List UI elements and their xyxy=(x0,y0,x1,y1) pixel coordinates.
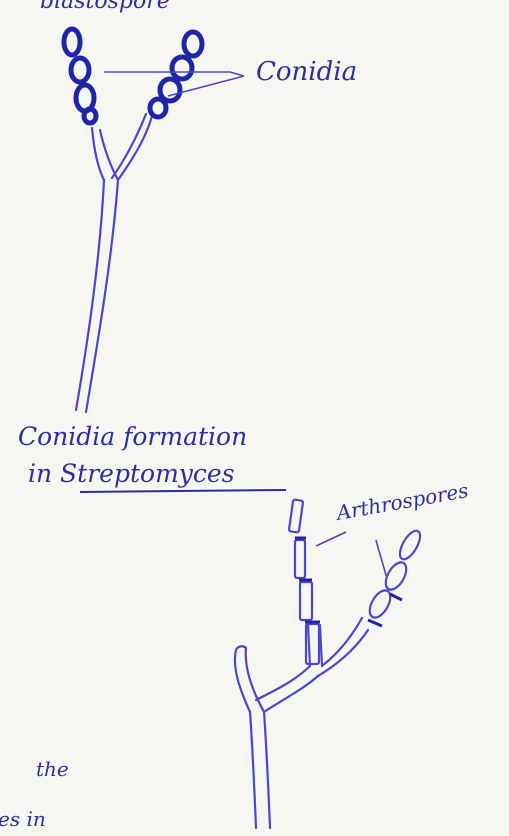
label-conidia: Conidia xyxy=(256,57,357,87)
arthrospores-center xyxy=(289,499,319,664)
arthrospores-right xyxy=(366,528,424,621)
arthrospores-center-dark xyxy=(295,538,320,622)
left-fragment-1: the xyxy=(36,757,69,781)
conidia-chain-left xyxy=(64,29,96,123)
caption-line2: in Streptomyces xyxy=(28,459,235,488)
arthrospore-hypha xyxy=(235,618,368,828)
streptomyces-hypha xyxy=(76,114,152,412)
conidia-chain-right xyxy=(150,32,202,117)
caption-line1: Conidia formation xyxy=(18,422,247,451)
label-top-cut: blastospore xyxy=(40,0,170,14)
label-arthrospores: Arthrospores xyxy=(333,478,470,525)
arthrospores-pointer xyxy=(316,532,386,576)
left-fragment-2: es in xyxy=(0,807,46,831)
caption-underline xyxy=(80,490,286,492)
